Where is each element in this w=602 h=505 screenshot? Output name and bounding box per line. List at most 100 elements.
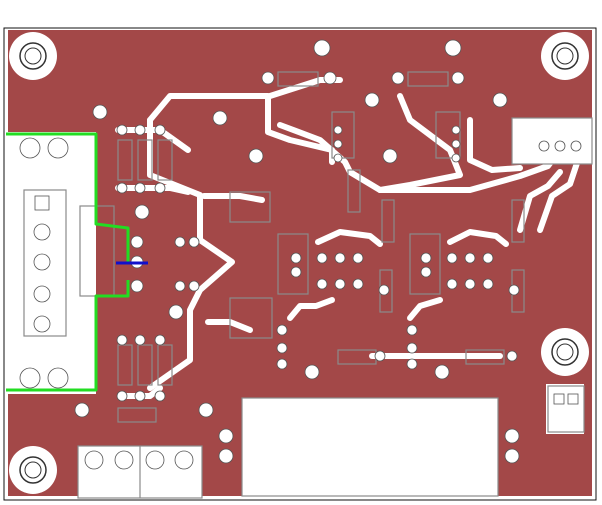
pad <box>92 104 108 120</box>
pad <box>508 284 520 296</box>
pad <box>391 71 405 85</box>
pad <box>134 204 150 220</box>
pad <box>134 390 146 402</box>
pad <box>446 252 458 264</box>
pad <box>218 448 234 464</box>
pad <box>116 124 128 136</box>
connector-right-outline <box>547 385 585 433</box>
pad <box>174 450 194 470</box>
pad <box>154 390 166 402</box>
pad <box>276 358 288 370</box>
pad <box>261 71 275 85</box>
pad <box>352 252 364 264</box>
pad <box>218 428 234 444</box>
pad <box>444 39 462 57</box>
pad <box>33 285 51 303</box>
pad <box>74 402 90 418</box>
pad <box>188 236 200 248</box>
pad <box>451 71 465 85</box>
pad <box>188 280 200 292</box>
pad <box>130 235 144 249</box>
pad <box>406 358 418 370</box>
pad <box>304 364 320 380</box>
pad <box>316 278 328 290</box>
pad <box>33 253 51 271</box>
pad <box>276 324 288 336</box>
pad <box>378 284 390 296</box>
pad <box>154 182 166 194</box>
pad <box>451 125 461 135</box>
pad <box>154 124 166 136</box>
board-outline <box>3 27 597 501</box>
pad <box>492 92 508 108</box>
pad <box>504 428 520 444</box>
pad <box>130 279 144 293</box>
pad <box>434 364 450 380</box>
pad <box>334 278 346 290</box>
pad <box>313 39 331 57</box>
pad <box>364 92 380 108</box>
pad <box>406 324 418 336</box>
mounting-hole-bottom-left <box>9 446 57 494</box>
pad <box>420 266 432 278</box>
pad <box>316 252 328 264</box>
mounting-hole-mid-right <box>541 328 589 376</box>
pad <box>116 182 128 194</box>
pad <box>33 223 51 241</box>
pad <box>482 252 494 264</box>
pad <box>334 252 346 264</box>
pad <box>482 278 494 290</box>
large-component-outline <box>241 397 499 497</box>
pad <box>451 139 461 149</box>
pad <box>504 448 520 464</box>
pad <box>248 148 264 164</box>
pad <box>134 334 146 346</box>
pad <box>374 350 386 362</box>
pad <box>446 278 458 290</box>
mounting-hole-top-left <box>9 32 57 80</box>
pad <box>382 148 398 164</box>
pad <box>538 140 550 152</box>
pad <box>168 304 184 320</box>
pad <box>323 71 337 85</box>
pad <box>174 280 186 292</box>
pad <box>464 252 476 264</box>
pad <box>33 315 51 333</box>
pad <box>84 450 104 470</box>
pad <box>451 153 461 163</box>
mounting-hole-top-right <box>541 32 589 80</box>
pad <box>114 450 134 470</box>
pad <box>290 252 302 264</box>
pad <box>116 334 128 346</box>
pad <box>333 153 343 163</box>
pad <box>464 278 476 290</box>
terminal-block-left-outline <box>23 189 67 337</box>
pad <box>406 342 418 354</box>
pad <box>19 367 41 389</box>
pad <box>554 140 566 152</box>
pad <box>134 124 146 136</box>
pad <box>174 236 186 248</box>
pad <box>420 252 432 264</box>
mounting-holes <box>9 32 589 494</box>
pad <box>116 390 128 402</box>
pad <box>276 342 288 354</box>
silkscreen <box>23 71 593 499</box>
pads <box>19 39 582 470</box>
highlight-net-green <box>6 132 130 392</box>
pad <box>145 450 165 470</box>
pad <box>553 393 565 405</box>
pad <box>290 266 302 278</box>
pad <box>333 139 343 149</box>
pad <box>506 350 518 362</box>
pad <box>198 402 214 418</box>
pad <box>333 125 343 135</box>
pad <box>47 367 69 389</box>
pad <box>47 137 69 159</box>
pad <box>212 110 228 126</box>
pad <box>570 140 582 152</box>
header-right-outline <box>511 117 593 165</box>
pad <box>154 334 166 346</box>
